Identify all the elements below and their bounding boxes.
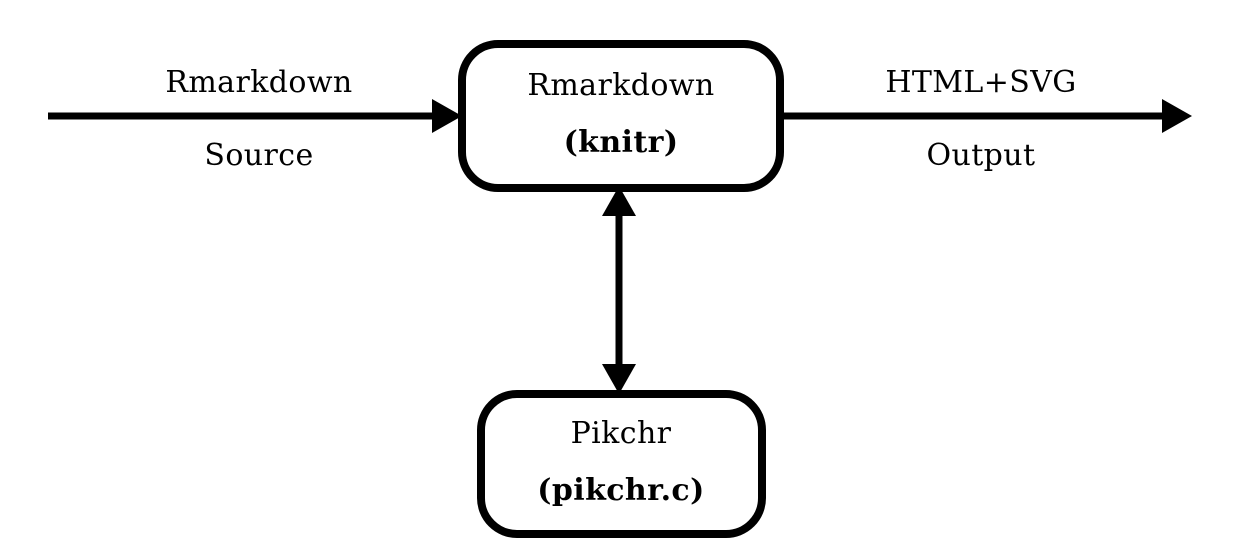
- node-pikchr[interactable]: Pikchr (pikchr.c): [477, 390, 766, 538]
- node-knitr-label-line1: Rmarkdown: [527, 68, 714, 103]
- node-pikchr-label-line2: (pikchr.c): [537, 473, 704, 508]
- output-arrow-head-icon: [1162, 99, 1192, 133]
- input-arrow-head-icon: [432, 99, 462, 133]
- node-knitr-label-line2: (knitr): [564, 125, 679, 160]
- knitr-pikchr-link: [602, 186, 636, 394]
- input-arrow-label-above: Rmarkdown: [165, 65, 352, 100]
- node-pikchr-label-line1: Pikchr: [571, 416, 672, 451]
- output-arrow: [780, 99, 1192, 133]
- output-arrow-label-below: Output: [927, 138, 1036, 173]
- output-arrow-label-above: HTML+SVG: [885, 65, 1076, 100]
- input-arrow-label-below: Source: [204, 138, 313, 173]
- input-arrow: [48, 99, 462, 133]
- link-arrow-head-down-icon: [602, 364, 636, 394]
- link-arrow-head-up-icon: [602, 186, 636, 216]
- node-pikchr-shape[interactable]: [477, 390, 766, 538]
- node-knitr-shape[interactable]: [458, 40, 784, 192]
- node-knitr[interactable]: Rmarkdown (knitr): [458, 40, 784, 192]
